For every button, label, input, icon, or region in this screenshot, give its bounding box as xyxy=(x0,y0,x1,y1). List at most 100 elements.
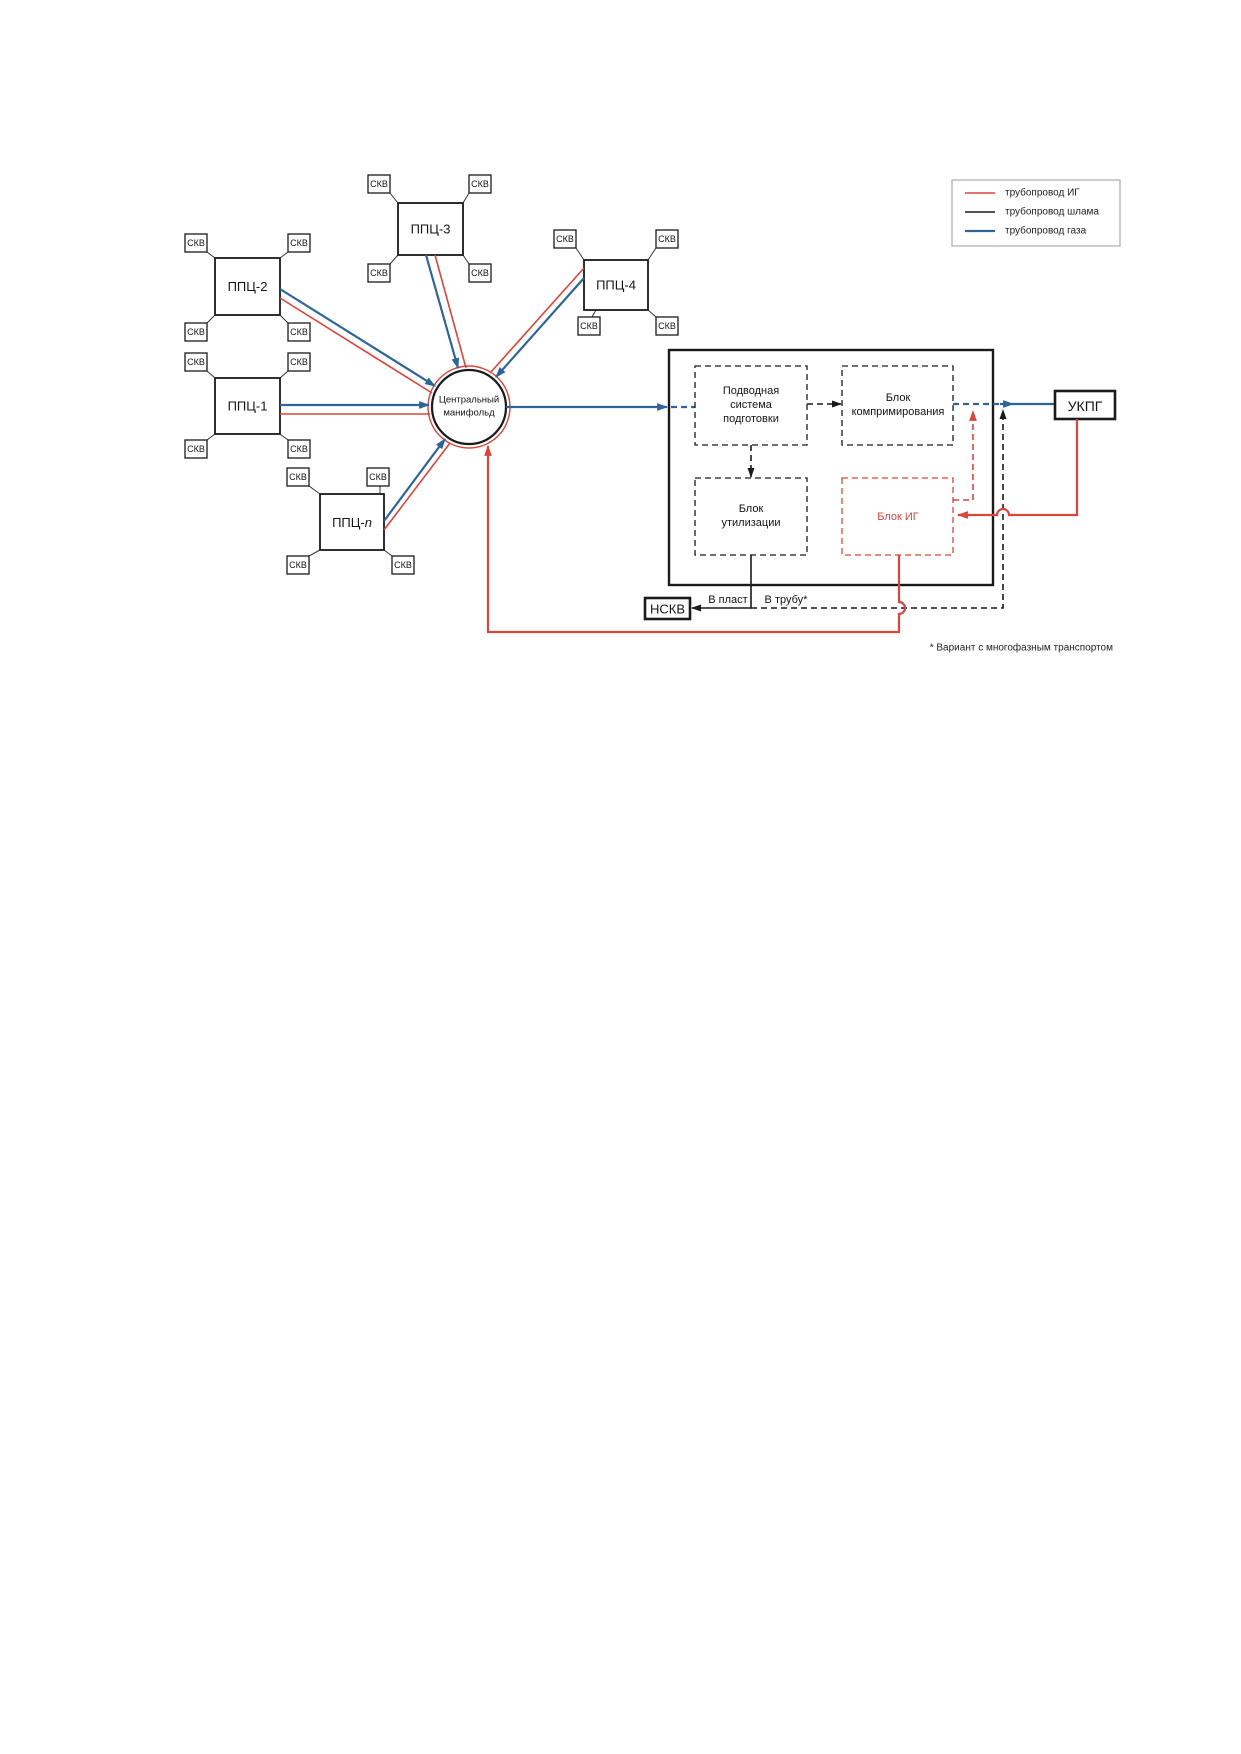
well-connector xyxy=(206,251,216,259)
central-manifold: Центральный манифольд xyxy=(427,365,511,449)
ig-unit-label: Блок ИГ xyxy=(877,511,919,523)
cluster-label: ППЦ-4 xyxy=(596,278,636,293)
well-label: СКВ xyxy=(556,234,574,244)
well-connector xyxy=(389,192,399,204)
well-connector xyxy=(308,549,321,557)
well-label: СКВ xyxy=(290,444,308,454)
ig-pipe-ukpg-to-ig-block xyxy=(956,419,1079,519)
well-node: СКВ xyxy=(287,352,311,372)
ukpg-box xyxy=(1053,389,1117,421)
well-box xyxy=(184,352,208,372)
well-connector xyxy=(279,370,289,379)
well-connector xyxy=(591,309,597,318)
utilization-unit-box xyxy=(694,477,808,556)
nskv-node: НСКВ xyxy=(643,596,692,621)
well-box xyxy=(287,233,311,253)
gas-pipe-ppc-n xyxy=(383,438,446,522)
well-node: СКВ xyxy=(468,174,492,194)
well-node: СКВ xyxy=(287,233,311,253)
nskv-label: НСКВ xyxy=(650,602,685,617)
well-node: СКВ xyxy=(287,322,311,342)
well-connector xyxy=(206,433,216,441)
well-connector xyxy=(308,485,321,495)
sludge-pipe-to-reservoir xyxy=(691,555,752,612)
well-connector xyxy=(647,309,657,318)
cluster-box xyxy=(319,493,385,551)
manifold-label-line1: Центральный xyxy=(439,395,499,406)
well-connector xyxy=(206,370,216,379)
ig-pipe-ig-block-to-manifold xyxy=(484,444,907,634)
well-node: СКВ xyxy=(184,439,208,459)
subsea-prep-label-line3: подготовки xyxy=(723,413,779,425)
compression-label-line1: Блок xyxy=(886,392,911,404)
well-node: СКВ xyxy=(367,174,391,194)
well-label: СКВ xyxy=(187,238,205,248)
ig-pipe-ig-block-to-outlet xyxy=(953,409,977,501)
outlet-label-pipe: В трубу* xyxy=(765,594,809,606)
ig-unit-box xyxy=(841,477,954,556)
well-connector xyxy=(279,314,289,324)
cluster-label: ППЦ-2 xyxy=(228,279,268,294)
well-box xyxy=(366,467,390,487)
nskv-box xyxy=(643,596,692,621)
cluster-label: ППЦ-1 xyxy=(228,399,268,414)
well-connector xyxy=(462,192,470,204)
well-label: СКВ xyxy=(187,444,205,454)
well-box xyxy=(367,263,391,283)
manifold-label-line2: манифольд xyxy=(443,408,495,419)
well-connector xyxy=(647,247,657,261)
utilization-label-line2: утилизации xyxy=(722,517,781,529)
well-connector xyxy=(383,549,393,557)
well-node: СКВ xyxy=(184,352,208,372)
well-node: СКВ xyxy=(553,229,577,249)
utilization-label-line1: Блок xyxy=(739,503,764,515)
well-label: СКВ xyxy=(370,268,388,278)
well-box xyxy=(391,555,415,575)
well-label: СКВ xyxy=(289,472,307,482)
well-connector xyxy=(575,247,585,261)
ig-pipe-ppc-2 xyxy=(279,297,433,394)
well-label: СКВ xyxy=(187,327,205,337)
well-label: СКВ xyxy=(289,560,307,570)
well-box xyxy=(286,555,310,575)
ukpg-label: УКПГ xyxy=(1068,398,1103,414)
gas-pipe-ppc-3 xyxy=(424,254,460,370)
cluster-label: ППЦ-3 xyxy=(411,222,451,237)
well-node: СКВ xyxy=(286,555,310,575)
legend-label-gas: трубопровод газа xyxy=(1005,225,1087,237)
footnote: * Вариант с многофазным транспортом xyxy=(930,642,1113,654)
well-node: СКВ xyxy=(655,316,679,336)
well-box xyxy=(287,322,311,342)
well-node: СКВ xyxy=(184,233,208,253)
well-box xyxy=(367,174,391,194)
well-label: СКВ xyxy=(369,472,387,482)
well-box xyxy=(468,263,492,283)
cluster-box xyxy=(214,377,281,435)
well-box xyxy=(184,322,208,342)
well-label: СКВ xyxy=(658,321,676,331)
cluster-box xyxy=(214,257,281,316)
subsea-prep-label-line2: система xyxy=(730,399,773,411)
cluster-label-index: n xyxy=(365,515,372,530)
well-node: СКВ xyxy=(287,439,311,459)
gas-pipe-ppc-2 xyxy=(279,288,436,387)
ukpg-node: УКПГ xyxy=(1053,389,1117,421)
well-box xyxy=(286,467,310,487)
well-box xyxy=(184,233,208,253)
legend-label-ig: трубопровод ИГ xyxy=(1005,187,1080,199)
legend-label-sludge: трубопровод шлама xyxy=(1005,206,1099,218)
well-node: СКВ xyxy=(367,263,391,283)
well-connector xyxy=(279,251,289,259)
legend: трубопровод ИГ трубопровод шлама трубопр… xyxy=(951,179,1121,247)
well-box xyxy=(655,229,679,249)
well-box xyxy=(553,229,577,249)
well-node: СКВ xyxy=(468,263,492,283)
well-box xyxy=(184,439,208,459)
well-label: СКВ xyxy=(471,179,489,189)
